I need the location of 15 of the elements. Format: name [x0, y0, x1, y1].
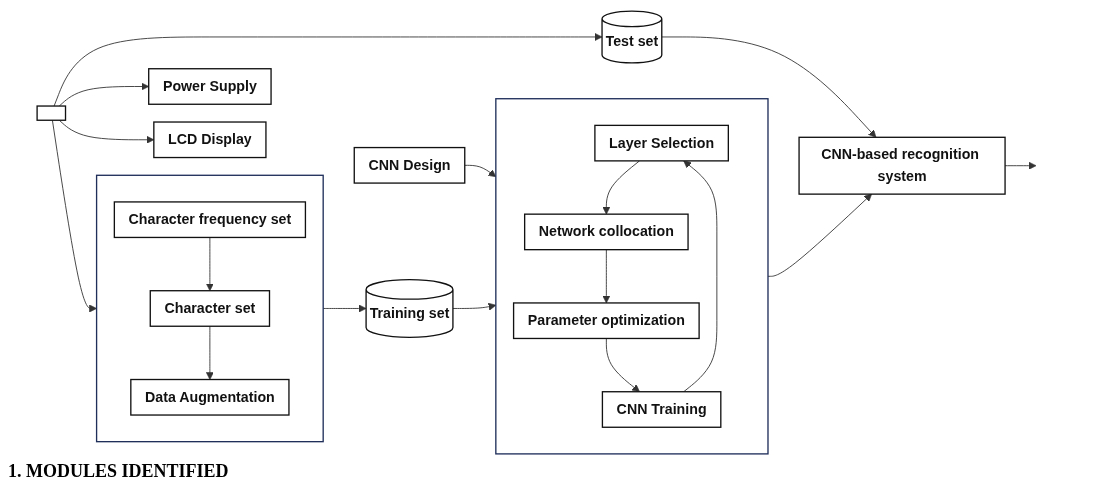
node-box	[36, 105, 66, 121]
section-heading: 1. MODULES IDENTIFIED	[8, 461, 230, 482]
node-box: Parameter optimization	[512, 302, 700, 340]
node-box: Network collocation	[523, 213, 689, 251]
cluster	[494, 98, 769, 455]
node-box: LCD Display	[152, 121, 267, 159]
node-box: CNN Training	[601, 391, 722, 428]
node-box: Character set	[149, 290, 270, 327]
node-box: Layer Selection	[593, 124, 729, 162]
node-box: Character frequency set	[113, 201, 306, 239]
node-box: CNN-based recognition system	[798, 136, 1006, 195]
node-box: Data Augmentation	[129, 378, 290, 416]
node-box: CNN Design	[353, 146, 466, 184]
cluster	[95, 174, 324, 443]
node-box: Power Supply	[147, 68, 272, 105]
